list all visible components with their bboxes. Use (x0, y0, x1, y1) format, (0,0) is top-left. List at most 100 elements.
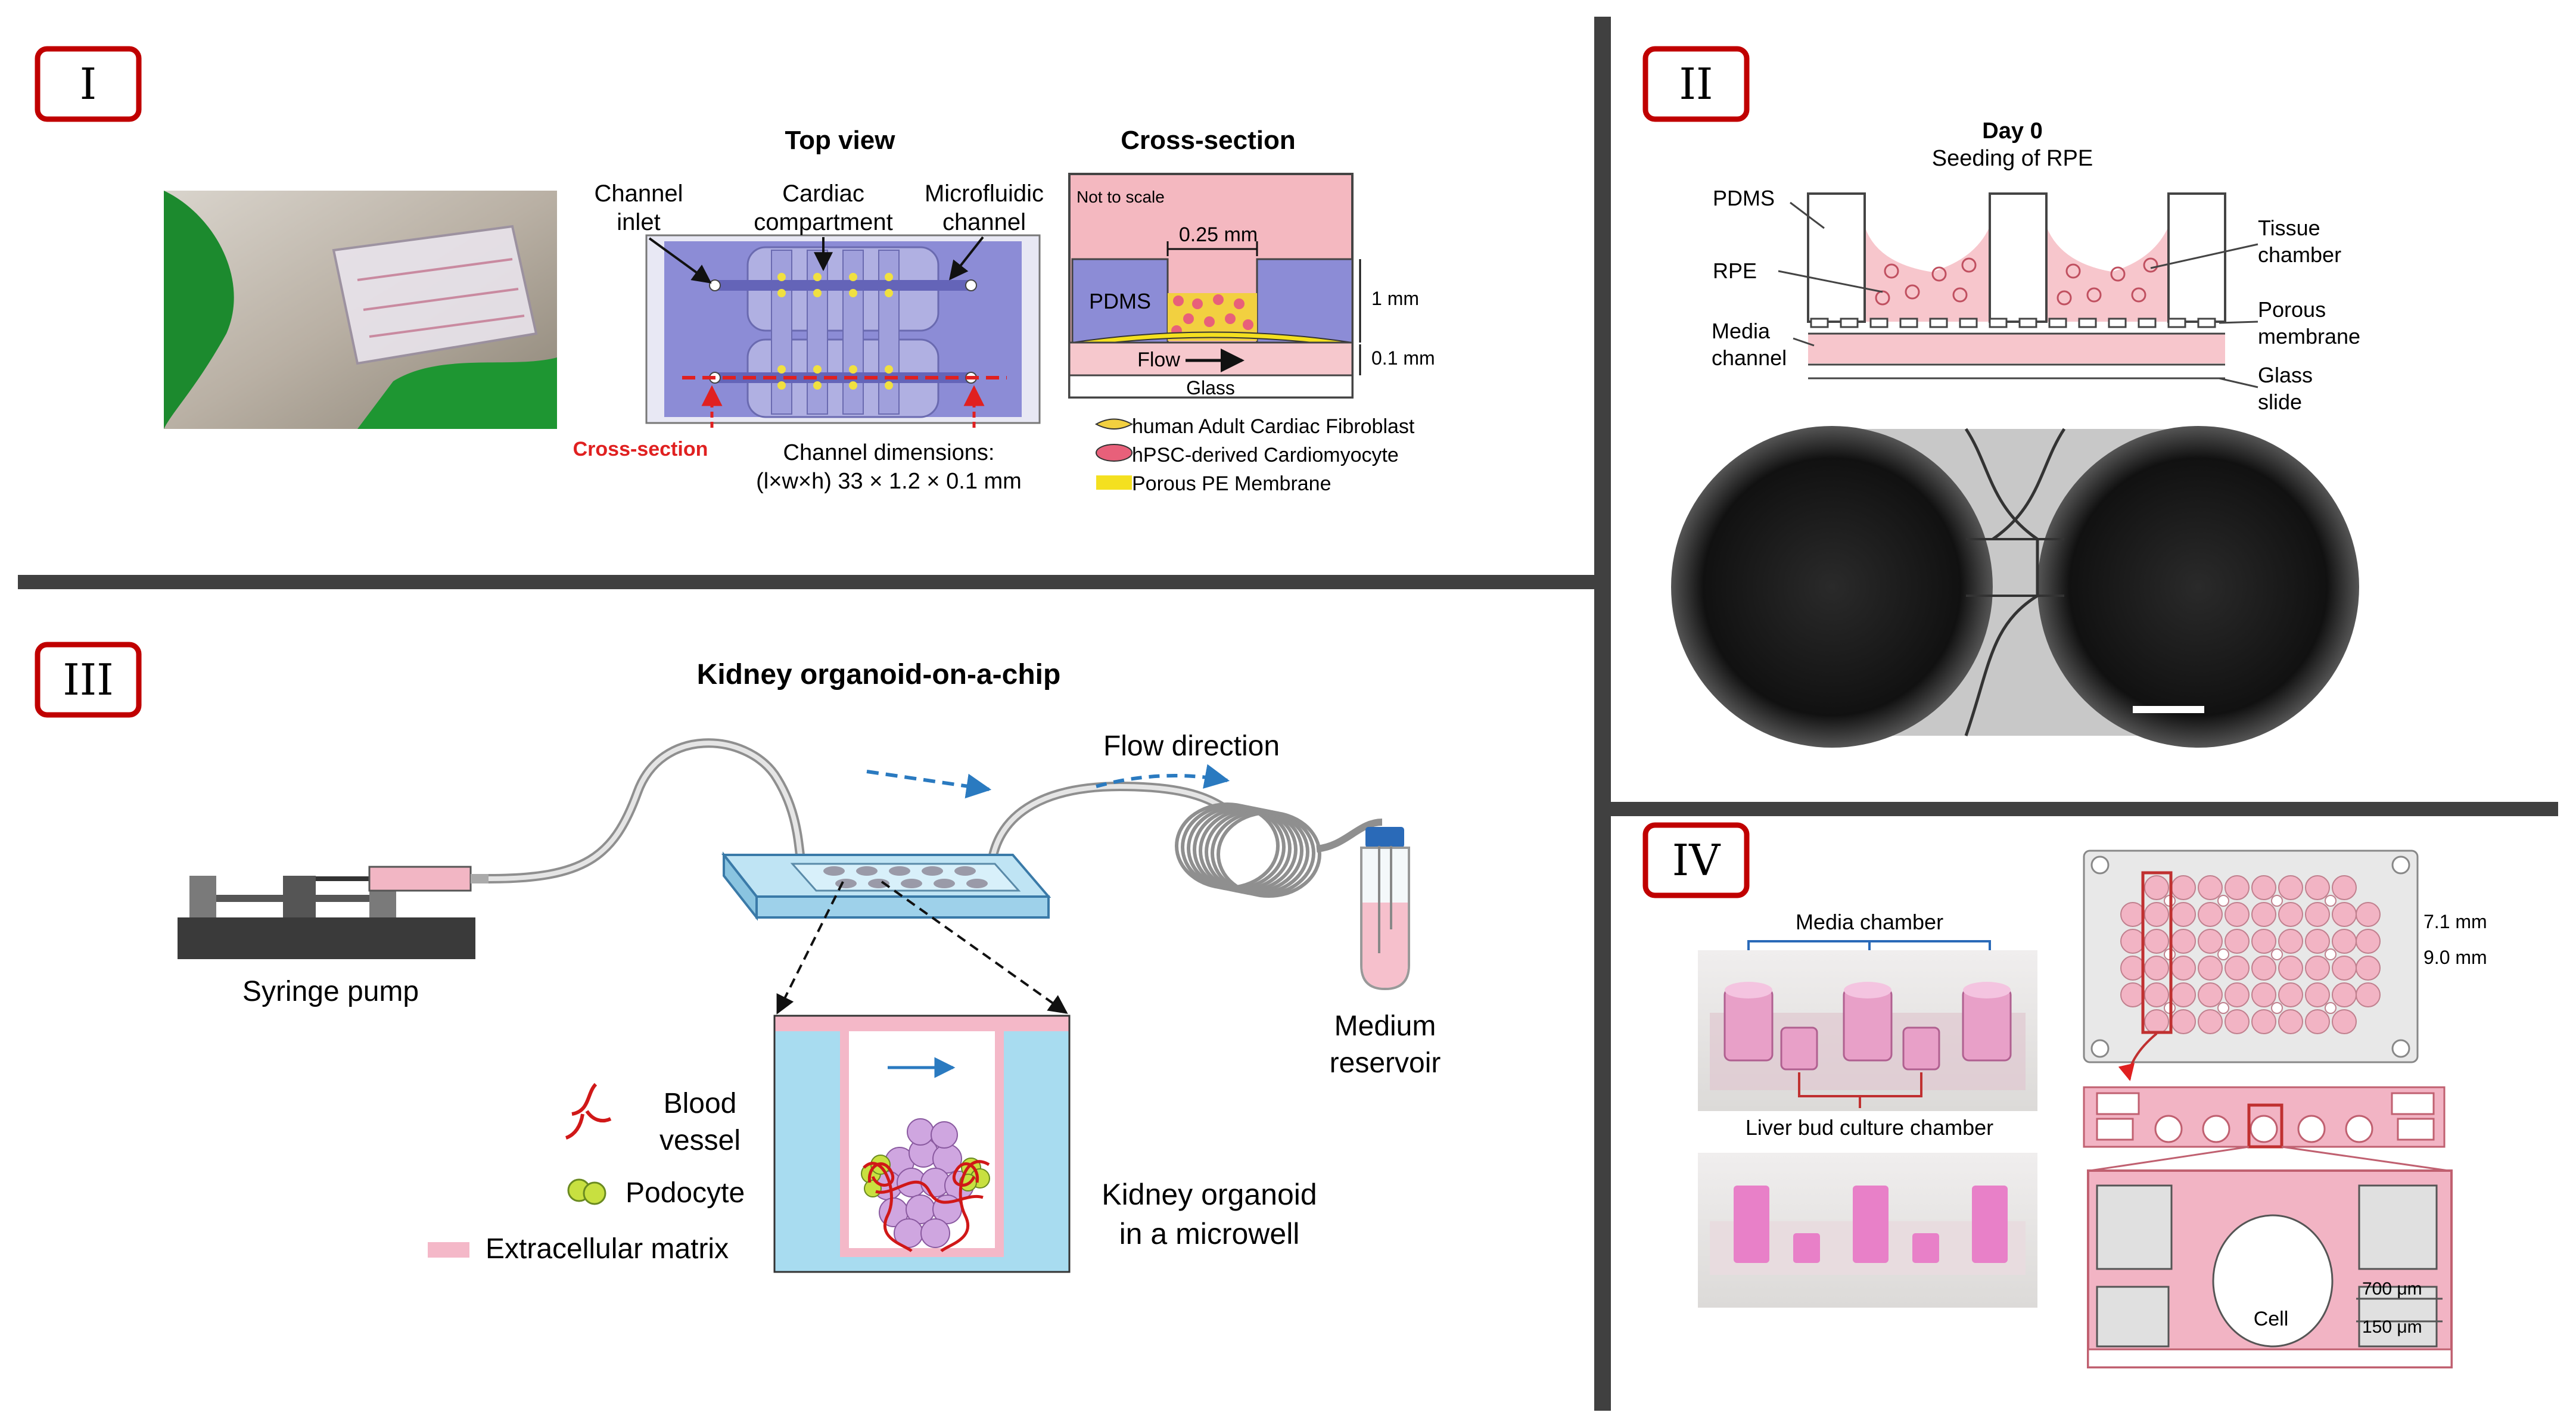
legend-membrane-swatch (1096, 475, 1132, 490)
panel-four: IV Media chamber Liver bud culture chamb… (1642, 822, 2487, 1368)
legend-ecm: Extracellular matrix (486, 1233, 729, 1265)
media-chamber-label: Media chamber (1796, 910, 1943, 934)
liver-bud-bracket (1798, 1072, 1922, 1108)
cross-section-marker: Cross-section (573, 438, 708, 461)
dim-9-0: 9.0 mm (2423, 947, 2487, 968)
label-tissue-chamber-1: Tissue (2258, 216, 2320, 240)
syringe-pump-drawing (178, 866, 489, 959)
tube-coil (1175, 802, 1321, 898)
syringe-pump-label: Syringe pump (242, 976, 419, 1007)
cs-height-1: 1 mm (1371, 288, 1419, 309)
label-cardiac-compartment-2: compartment (754, 209, 892, 235)
panel-three: III Kidney organoid-on-a-chip Syringe pu… (35, 642, 1441, 1273)
legend-podocyte: Podocyte (626, 1177, 745, 1209)
flow-arrow-chip (866, 770, 992, 799)
label-media-channel-2: channel (1712, 346, 1787, 370)
panel-one: I Top view (35, 46, 1435, 495)
cs-height-2: 0.1 mm (1371, 347, 1435, 369)
medium-reservoir-label-2: reservoir (1330, 1047, 1441, 1079)
legend-cardiomyocyte-swatch (1096, 444, 1133, 462)
zoom-line-right (881, 881, 1068, 1014)
cs-flow: Flow (1137, 349, 1180, 371)
dim-700: 700 μm (2362, 1279, 2422, 1299)
plate-highlight-column (2141, 871, 2173, 1034)
legend-blood-vessel-2: vessel (659, 1125, 741, 1156)
label-porous-membrane-1: Porous (2258, 297, 2326, 322)
cs-pdms: PDMS (1089, 289, 1151, 313)
label-rpe: RPE (1713, 259, 1757, 283)
label-microfluidic-channel-2: channel (942, 209, 1026, 235)
label-tissue-chamber-2: chamber (2258, 242, 2341, 267)
legend-cardiomyocyte: hPSC-derived Cardiomyocyte (1132, 444, 1399, 466)
badge-three-box (35, 642, 142, 718)
label-pdms: PDMS (1713, 186, 1775, 210)
label-media-channel-1: Media (1712, 319, 1771, 343)
pointer-microfluidic-channel (949, 236, 984, 281)
divider-vertical (1594, 17, 1611, 1411)
label-porous-membrane-2: membrane (2258, 324, 2360, 349)
legend-fibroblast-swatch (1094, 418, 1134, 430)
cs-gap: 0.25 mm (1179, 223, 1258, 246)
badge-four-box (1642, 822, 1750, 898)
badge-two-box (1642, 46, 1750, 122)
organoid-label-1: Kidney organoid (1102, 1178, 1317, 1211)
legend-fibroblast: human Adult Cardiac Fibroblast (1132, 415, 1415, 438)
microwell (773, 1015, 1071, 1273)
plate-side-section (2083, 1086, 2446, 1149)
well-detail-section (2087, 1169, 2453, 1368)
zoom-line-iv-left (2089, 1146, 2250, 1172)
zoom-line-left (776, 881, 844, 1015)
dim-150: 150 μm (2362, 1317, 2422, 1337)
panel-two: II Day 0 Seeding of RPE (1642, 46, 2360, 748)
divider-horizontal-right (1611, 802, 2558, 816)
top-view-title: Top view (785, 126, 896, 155)
kidney-chip (721, 851, 1051, 921)
device-photo-bottom (1698, 1153, 2037, 1308)
pointer-channel-inlet (648, 237, 712, 284)
channel-dimensions-2: (l×w×h) 33 × 1.2 × 0.1 mm (756, 469, 1022, 494)
label-glass-slide-2: slide (2258, 390, 2302, 414)
legend-blood-vessel-icon (565, 1082, 612, 1140)
cs-legend: human Adult Cardiac Fibroblast hPSC-deri… (1094, 415, 1415, 495)
badge-one: I (80, 59, 97, 109)
cs-glass: Glass (1186, 377, 1235, 399)
badge-four: IV (1672, 835, 1721, 885)
legend-ecm-swatch (428, 1242, 469, 1258)
plate-top-view (2083, 850, 2419, 1063)
day-label: Day 0 (1982, 119, 2042, 144)
scale-bar (2133, 706, 2204, 713)
chip-photo (164, 191, 557, 429)
cross-section-diagram (1068, 173, 1361, 399)
panel-dividers (18, 17, 2558, 1411)
badge-three: III (63, 655, 113, 705)
flow-direction-label: Flow direction (1103, 730, 1280, 762)
device-photo-top (1698, 950, 2037, 1111)
legend-blood-vessel-1: Blood (664, 1088, 737, 1119)
tube-to-reservoir (1316, 819, 1383, 853)
cell-label: Cell (2254, 1308, 2289, 1330)
tube-outlet-core (990, 783, 1229, 861)
medium-reservoir-drawing (1360, 827, 1410, 991)
tube-inlet-core (488, 741, 804, 881)
organoid-drawing (861, 1118, 990, 1252)
legend-podocyte-icon-b (583, 1181, 606, 1205)
rpe-micrograph (1671, 426, 2359, 748)
label-cardiac-compartment-1: Cardiac (782, 181, 864, 207)
rpe-chip-schematic (1778, 192, 2258, 388)
organoid-label-2: in a microwell (1119, 1217, 1300, 1250)
badge-two: II (1679, 59, 1713, 109)
plate-wells (2120, 875, 2381, 1034)
seeding-label: Seeding of RPE (1932, 146, 2093, 171)
dim-7-1: 7.1 mm (2423, 911, 2487, 932)
label-channel-inlet-2: inlet (617, 209, 660, 235)
channel-dimensions-1: Channel dimensions: (783, 440, 995, 465)
kidney-title: Kidney organoid-on-a-chip (697, 659, 1061, 690)
cs-not-to-scale: Not to scale (1077, 188, 1165, 206)
liver-bud-label: Liver bud culture chamber (1746, 1115, 1993, 1140)
label-channel-inlet-1: Channel (594, 181, 683, 207)
zoom-line-iv-right (2281, 1146, 2449, 1172)
flow-arrow-tube (1096, 764, 1230, 789)
label-microfluidic-channel-1: Microfluidic (925, 181, 1044, 207)
label-glass-slide-1: Glass (2258, 363, 2313, 387)
